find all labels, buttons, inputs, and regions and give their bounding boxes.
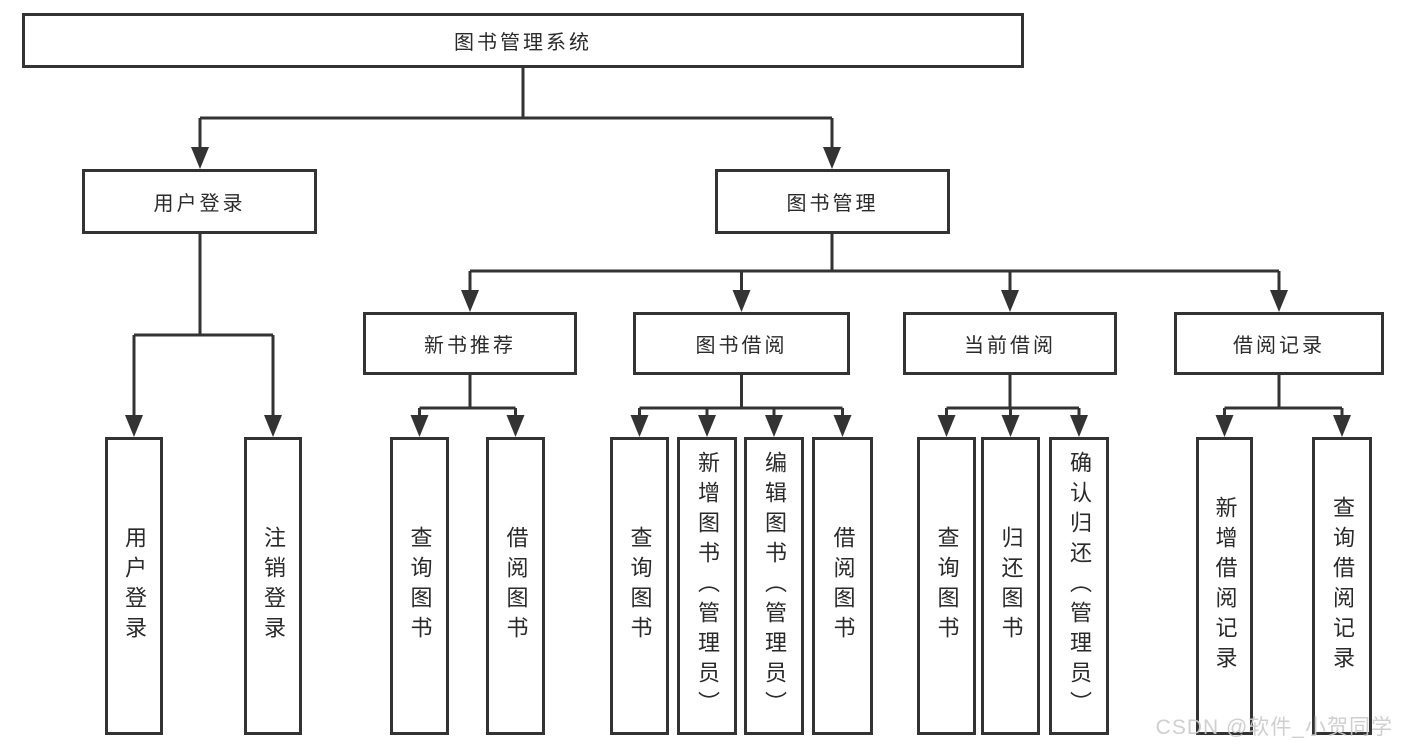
leaf-confirm-return-admin: 确认归还（管理员）	[1049, 437, 1109, 735]
leaf-borrow-book-recommend: 借阅图书	[486, 437, 545, 735]
leaf-borrow-book: 借阅图书	[812, 437, 873, 735]
node-book-management: 图书管理	[715, 169, 950, 234]
leaf-query-book-current: 查询图书	[917, 437, 976, 735]
node-borrow-records: 借阅记录	[1174, 312, 1384, 375]
node-user-login-branch: 用户登录	[82, 169, 317, 234]
csdn-watermark: CSDN @软件_小贺同学	[1155, 716, 1393, 739]
leaf-logout: 注销登录	[244, 437, 302, 735]
leaf-return-book: 归还图书	[981, 437, 1040, 735]
leaf-query-book-recommend: 查询图书	[390, 437, 449, 735]
leaf-query-borrow-record: 查询借阅记录	[1312, 437, 1372, 735]
leaf-user-login: 用户登录	[105, 437, 163, 735]
leaf-add-book-admin: 新增图书（管理员）	[677, 437, 737, 735]
node-book-borrowing: 图书借阅	[633, 312, 850, 375]
leaf-query-book-borrowing: 查询图书	[610, 437, 669, 735]
leaf-add-borrow-record: 新增借阅记录	[1196, 437, 1253, 735]
node-new-book-recommend: 新书推荐	[363, 312, 577, 375]
node-current-borrowing: 当前借阅	[903, 312, 1117, 375]
leaf-edit-book-admin: 编辑图书（管理员）	[744, 437, 804, 735]
node-library-system: 图书管理系统	[22, 13, 1024, 68]
